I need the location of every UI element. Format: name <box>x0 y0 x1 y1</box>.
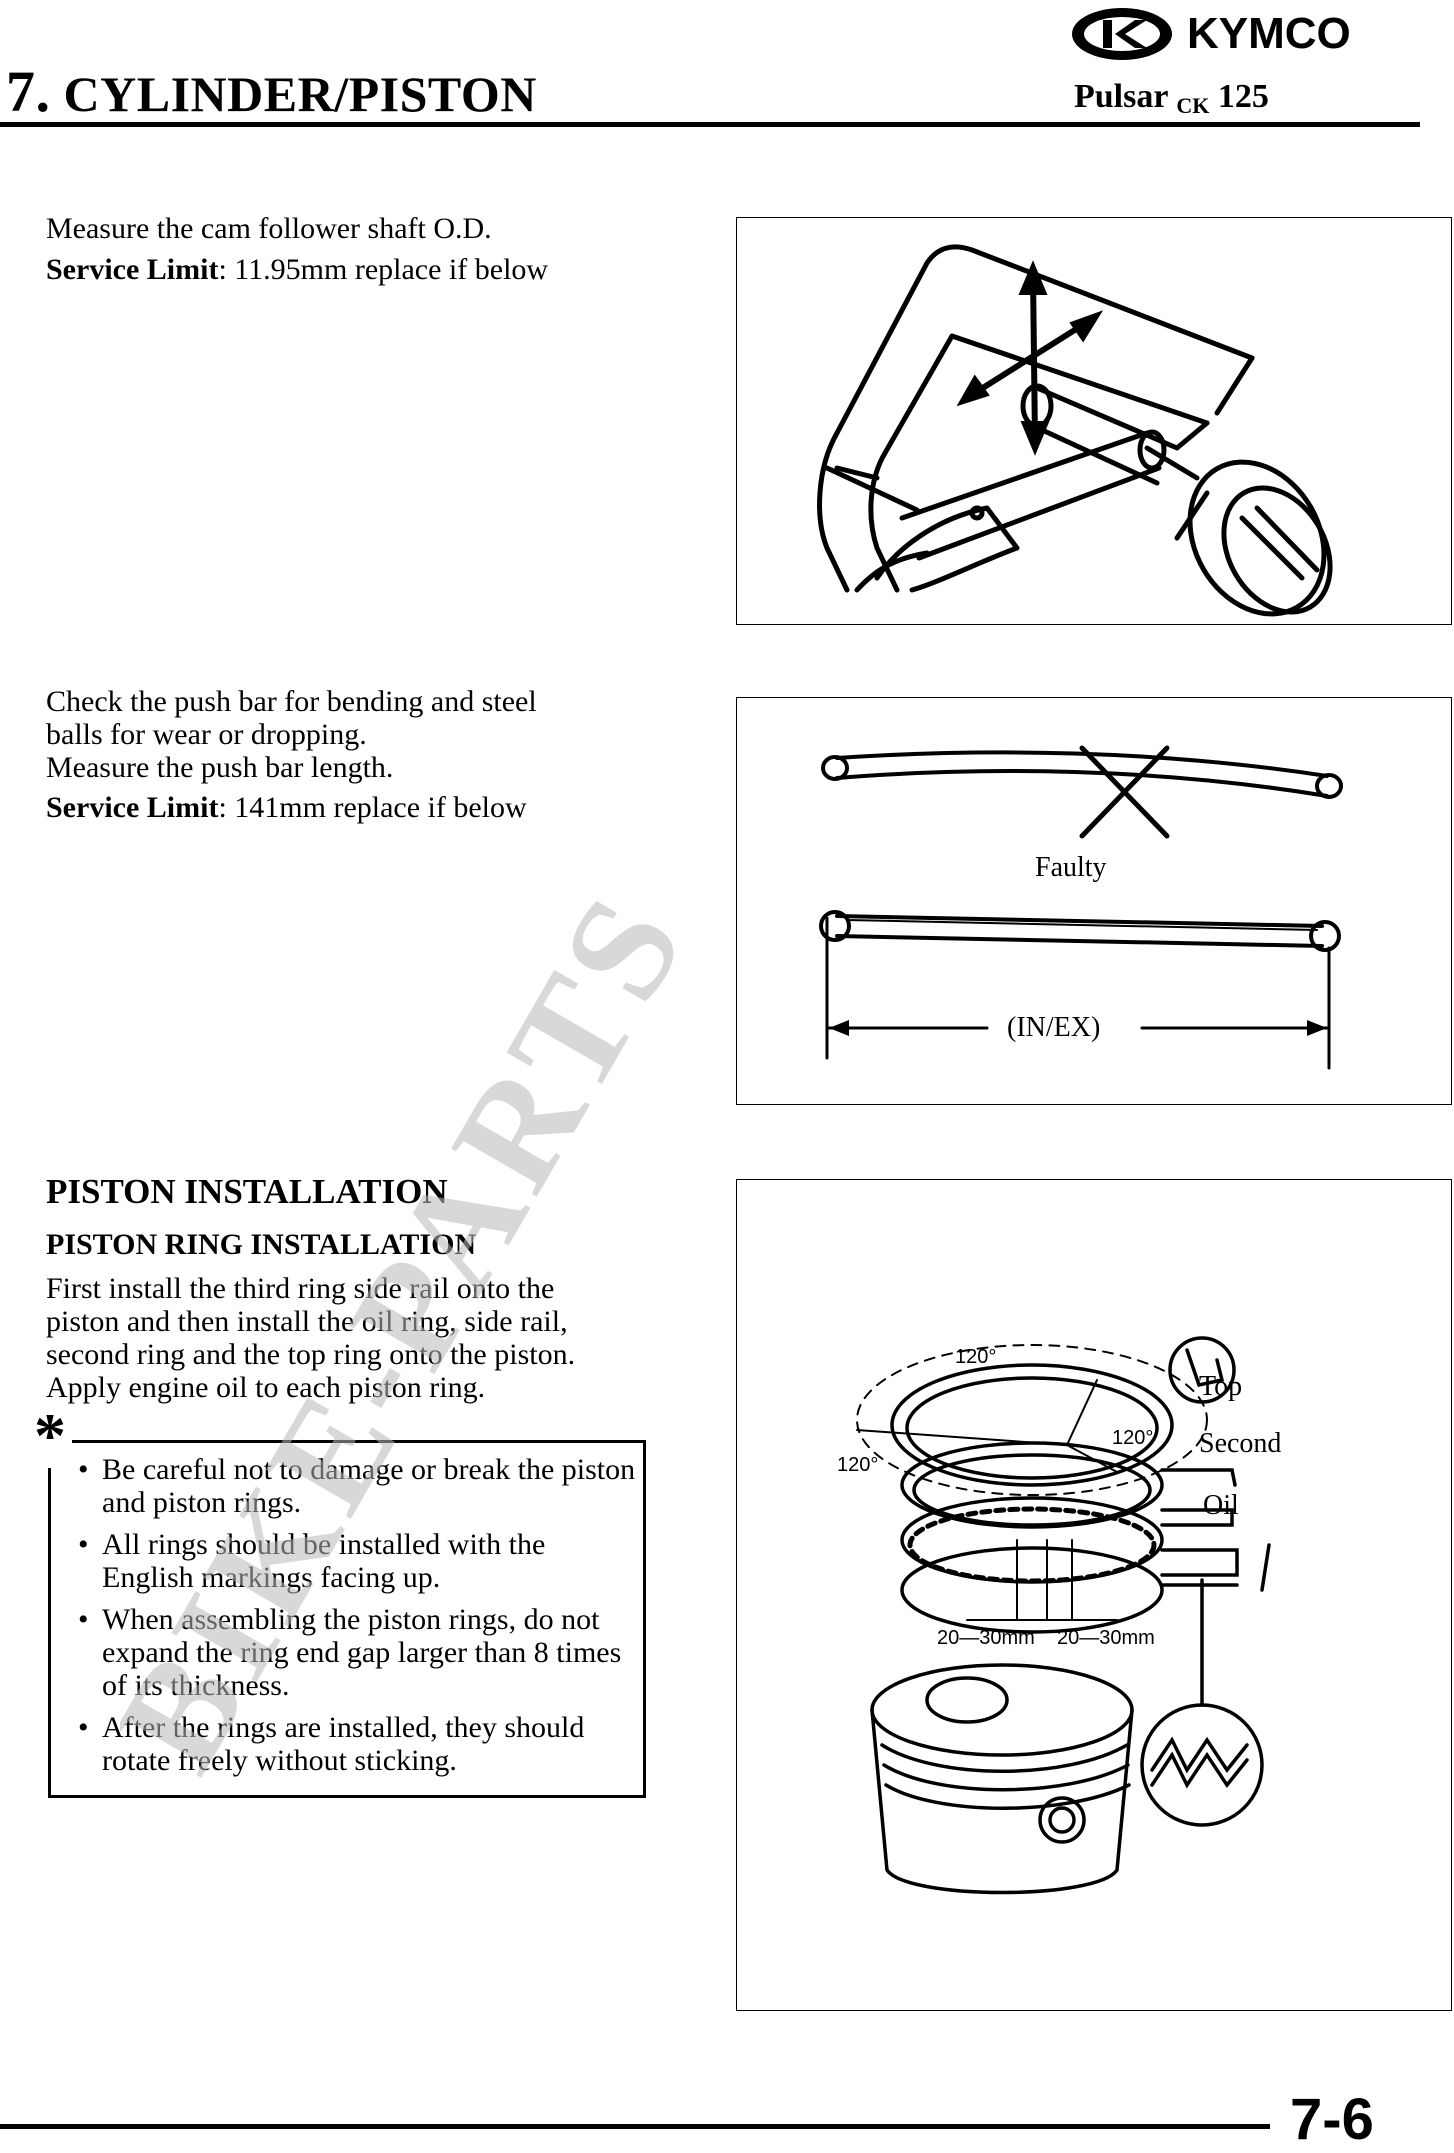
model-sub: CK <box>1176 93 1210 118</box>
angle-label: 120° <box>837 1454 879 1476</box>
note-item: After the rings are installed, they shou… <box>78 1711 638 1777</box>
cam-shaft-instruction: Measure the cam follower shaft O.D. <box>46 212 492 245</box>
figure-cam-shaft-measurement <box>736 217 1452 625</box>
figure-push-bar: Faulty (IN/EX) <box>736 697 1452 1105</box>
angle-label: 120° <box>1112 1427 1154 1449</box>
note-asterisk-icon: * <box>28 1404 72 1468</box>
caution-note-box <box>48 1440 646 1798</box>
push-bar-line-2: balls for wear or dropping. <box>46 718 367 751</box>
gap-label: 20—30mm <box>937 1627 1035 1649</box>
length-dimension-label: (IN/EX) <box>1007 1012 1101 1043</box>
service-limit-value: : 11.95mm replace if below <box>218 253 549 286</box>
model-cc: 125 <box>1217 78 1269 115</box>
section-number: 7. <box>6 59 51 124</box>
page-number: 7-6 <box>1290 2087 1374 2152</box>
push-bar-line-3: Measure the push bar length. <box>46 751 394 784</box>
section-title-text: CYLINDER/PISTON <box>63 66 537 122</box>
note-item: All rings should be installed with the E… <box>78 1528 638 1594</box>
model-name: Pulsar CK 125 <box>1074 78 1269 119</box>
footer-rule <box>0 2124 1270 2129</box>
piston-para-line-1: First install the third ring side rail o… <box>46 1272 555 1305</box>
push-bar-line-1: Check the push bar for bending and steel <box>46 685 537 718</box>
cam-shaft-service-limit: Service Limit: 11.95mm replace if below <box>46 253 548 287</box>
service-limit-value: : 141mm replace if below <box>218 791 527 824</box>
note-item: When assembling the piston rings, do not… <box>78 1603 638 1702</box>
piston-ring-installation-subheading: PISTON RING INSTALLATION <box>46 1228 477 1261</box>
brand-text: KYMCO <box>1187 9 1351 58</box>
ring-label-top: Top <box>1199 1371 1243 1402</box>
header-rule <box>0 122 1420 127</box>
kymco-logo: KYMCO <box>1067 4 1417 66</box>
faulty-label: Faulty <box>1035 852 1107 883</box>
service-limit-label: Service Limit <box>46 253 219 286</box>
note-item: Be careful not to damage or break the pi… <box>78 1453 638 1519</box>
model-name-text: Pulsar <box>1074 78 1168 115</box>
ring-label-oil: Oil <box>1203 1490 1239 1521</box>
service-limit-label: Service Limit <box>46 791 219 824</box>
gap-label: 20—30mm <box>1057 1627 1155 1649</box>
ring-label-second: Second <box>1199 1428 1282 1459</box>
figure-piston-rings: 120° 120° 120° 20—30mm 20—30mm Top Secon… <box>736 1179 1452 2011</box>
piston-para-line-2: piston and then install the oil ring, si… <box>46 1305 568 1338</box>
piston-installation-heading: PISTON INSTALLATION <box>46 1172 448 1211</box>
caution-note-list: Be careful not to damage or break the pi… <box>78 1453 638 1786</box>
section-title: 7. CYLINDER/PISTON <box>6 58 537 125</box>
piston-para-line-3: second ring and the top ring onto the pi… <box>46 1338 576 1371</box>
angle-label: 120° <box>955 1346 997 1368</box>
piston-para-line-4: Apply engine oil to each piston ring. <box>46 1371 486 1404</box>
push-bar-service-limit: Service Limit: 141mm replace if below <box>46 791 527 825</box>
